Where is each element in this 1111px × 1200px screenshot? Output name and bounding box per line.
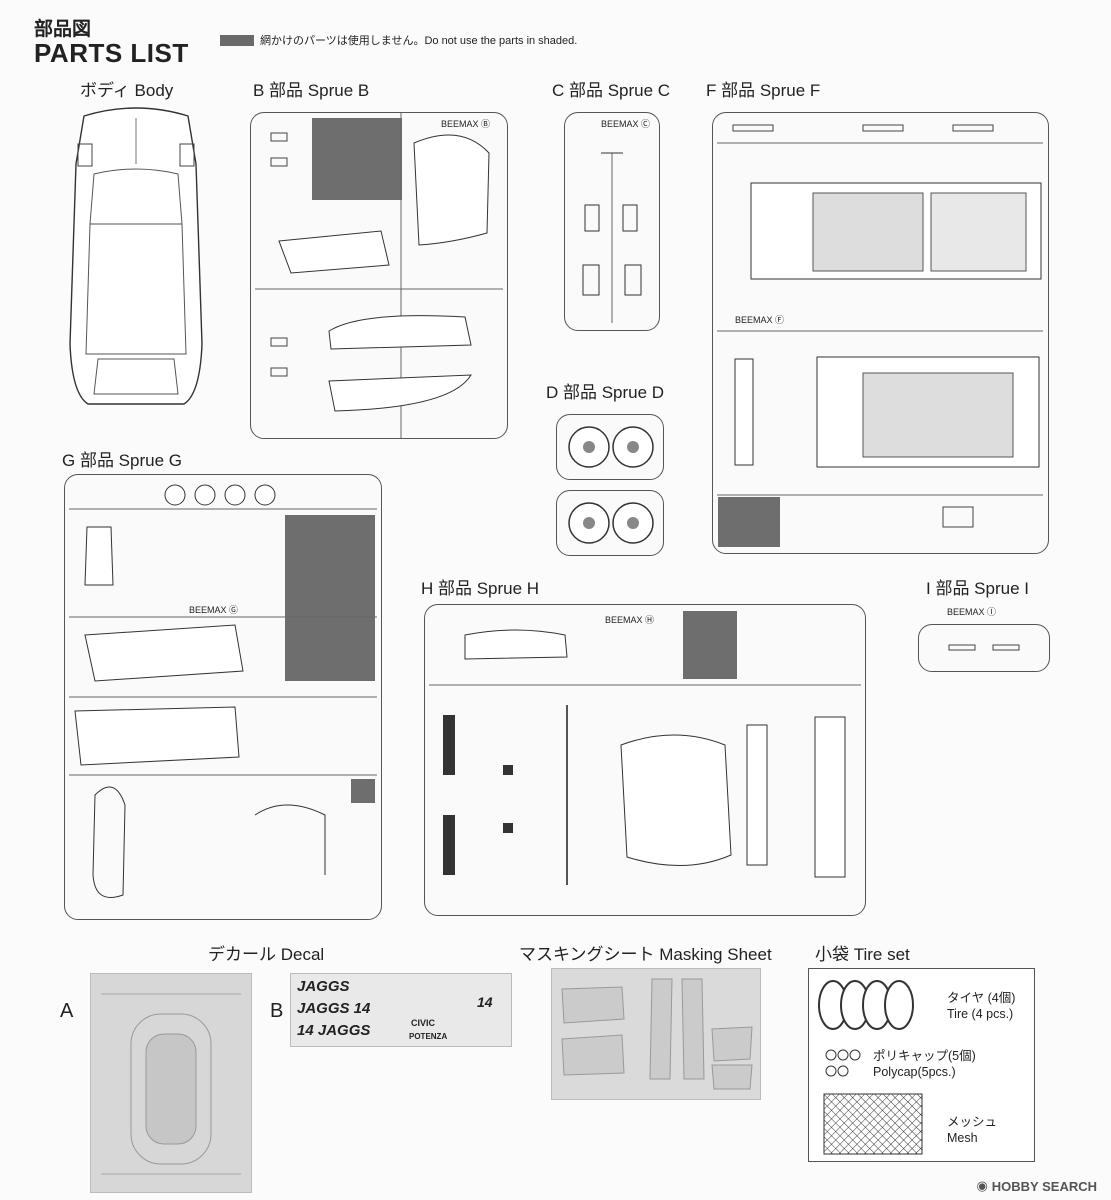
- sprue-g-tag: BEEMAX Ⓖ: [189, 605, 239, 615]
- decal-b-num: 14: [477, 994, 493, 1010]
- shade-note-text: 網かけのパーツは使用しません。Do not use the parts in s…: [260, 35, 578, 47]
- shade-swatch: [220, 34, 254, 46]
- sprue-f-shaded: [718, 497, 780, 547]
- decal-b-line3: 14 JAGGS: [297, 1022, 371, 1039]
- sprue-i-tag: BEEMAX Ⓘ: [947, 607, 997, 617]
- sprue-b-tag: BEEMAX Ⓑ: [441, 119, 491, 129]
- decal-sheet-b: JAGGS JAGGS 14 14 JAGGS CIVIC POTENZA 14: [290, 973, 512, 1047]
- sprue-f-tag: BEEMAX Ⓕ: [735, 315, 785, 325]
- label-sprue-f: F 部品 Sprue F: [706, 81, 821, 100]
- mesh-label-en: Mesh: [947, 1131, 978, 1145]
- label-masking: マスキングシート Masking Sheet: [519, 945, 772, 964]
- page-title-jp: 部品図: [34, 19, 92, 40]
- decal-sheet-a: [90, 973, 252, 1193]
- decal-b-line2: JAGGS 14: [297, 1000, 371, 1017]
- masking-shapes: [561, 978, 753, 1090]
- sprue-g-shaded-2: [351, 779, 375, 803]
- polycap-label-jp: ポリキャップ(5個): [873, 1049, 976, 1063]
- label-sprue-i: I 部品 Sprue I: [926, 579, 1029, 598]
- sprue-h-shaded: [683, 611, 737, 679]
- sprue-c: BEEMAX Ⓒ: [564, 112, 660, 331]
- label-tire-set: 小袋 Tire set: [815, 945, 910, 964]
- decal-a-art: [101, 993, 241, 1175]
- sprue-c-parts: [582, 152, 642, 323]
- decal-b-line1: JAGGS: [297, 978, 350, 995]
- watermark-text: HOBBY SEARCH: [991, 1178, 1097, 1194]
- masking-sheet: [551, 968, 761, 1100]
- label-sprue-d: D 部品 Sprue D: [546, 383, 665, 402]
- label-sprue-c: C 部品 Sprue C: [552, 81, 671, 100]
- label-sprue-g: G 部品 Sprue G: [62, 451, 182, 470]
- body-drawing: [69, 107, 203, 405]
- page-title: PARTS LIST: [34, 38, 189, 68]
- label-decal: デカール Decal: [208, 945, 325, 964]
- sprue-d-wheels-1: [568, 426, 654, 468]
- polycap-label-en: Polycap(5pcs.): [873, 1065, 956, 1079]
- sprue-d-2: [556, 490, 664, 556]
- decal-b-civic: CIVIC: [411, 1018, 436, 1028]
- sprue-g-parts: [69, 484, 377, 898]
- sprue-b-shaded: [312, 118, 402, 200]
- shade-note: 網かけのパーツは使用しません。Do not use the parts in s…: [220, 32, 577, 48]
- sprue-d-1: [556, 414, 664, 480]
- polycaps-drawing: [825, 1049, 861, 1077]
- sprue-f-parts: [717, 124, 1043, 528]
- watermark: ◉ HOBBY SEARCH: [976, 1178, 1097, 1194]
- decal-b-letter: B: [270, 1000, 284, 1022]
- sprue-i-parts: [948, 644, 1020, 651]
- decal-b-potenza: POTENZA: [409, 1032, 448, 1041]
- label-sprue-b: B 部品 Sprue B: [253, 81, 370, 100]
- mesh-label-jp: メッシュ: [947, 1115, 998, 1129]
- label-sprue-h: H 部品 Sprue H: [421, 579, 540, 598]
- tire-set-box: タイヤ (4個) Tire (4 pcs.) ポリキャップ(5個) Polyca…: [808, 968, 1035, 1162]
- sprue-b-parts: [255, 113, 503, 438]
- sprue-h-parts: [429, 629, 861, 885]
- decal-a-letter: A: [60, 1000, 74, 1022]
- sprue-c-tag: BEEMAX Ⓒ: [601, 119, 651, 129]
- tire-label-en: Tire (4 pcs.): [947, 1007, 1014, 1021]
- sprue-b: BEEMAX Ⓑ: [250, 112, 508, 439]
- sprue-h: BEEMAX Ⓗ: [424, 604, 866, 916]
- label-body: ボディ Body: [80, 81, 174, 100]
- watermark-logo-icon: ◉: [976, 1178, 988, 1193]
- sprue-f: BEEMAX Ⓕ: [712, 112, 1049, 554]
- sprue-g: BEEMAX Ⓖ: [64, 474, 382, 920]
- tire-label-jp: タイヤ (4個): [947, 991, 1016, 1005]
- tires-drawing: [818, 980, 914, 1030]
- sprue-h-tag: BEEMAX Ⓗ: [605, 615, 655, 625]
- mesh-drawing: [823, 1093, 923, 1155]
- sprue-i: BEEMAX Ⓘ: [918, 607, 1050, 672]
- sprue-g-shaded-1: [285, 515, 375, 681]
- sprue-d-wheels-2: [568, 502, 654, 544]
